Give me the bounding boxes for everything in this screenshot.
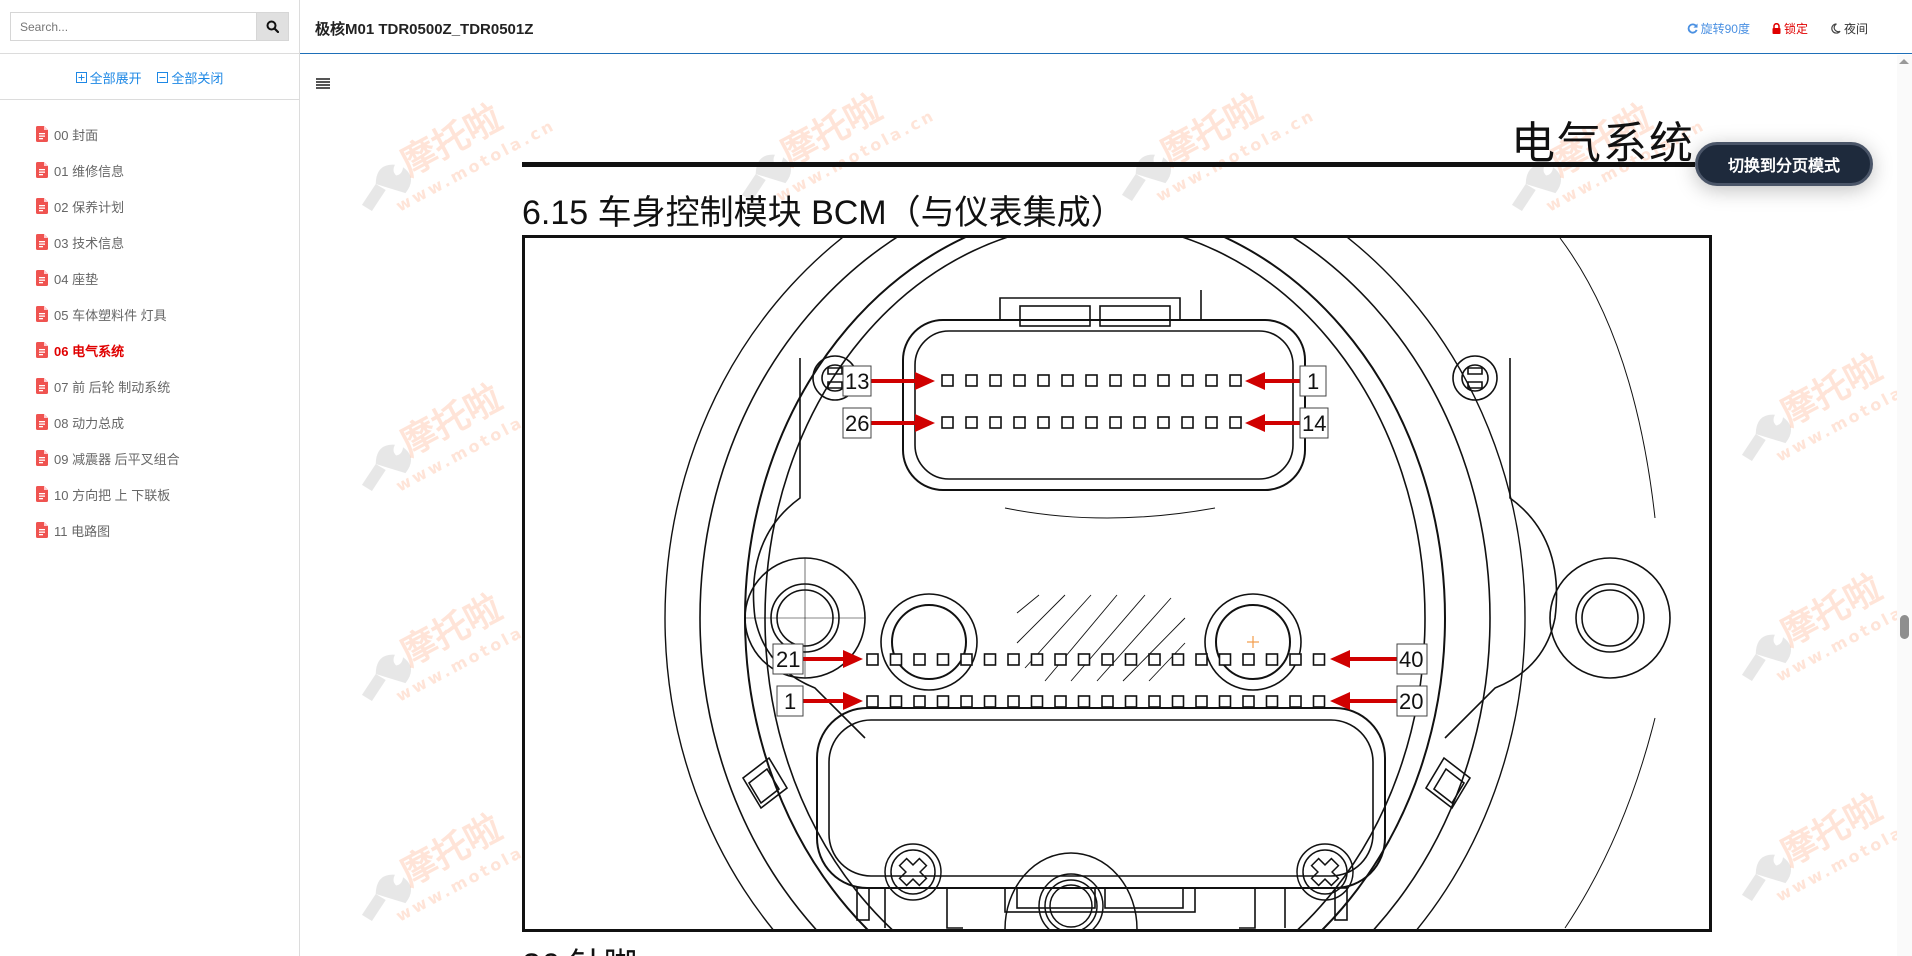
collapse-all-label: 全部关闭	[171, 71, 224, 86]
figure-heading: 6.15 车身控制模块 BCM（与仪表集成）	[522, 194, 1125, 232]
collapse-all-button[interactable]: 全部关闭	[157, 68, 223, 87]
pin-label-1-top: 1	[1307, 369, 1319, 394]
top-header: 极核M01 TDR0500Z_TDR0501Z 旋转90度 锁定 夜间	[300, 0, 1912, 54]
toc-item[interactable]: 09 减震器 后平叉组合	[36, 440, 180, 476]
scroll-up-arrow-icon[interactable]	[1899, 59, 1909, 64]
toc-toggle-button[interactable]	[316, 78, 330, 89]
toc-item[interactable]: 10 方向把 上 下联板	[36, 476, 180, 512]
document-page: 摩托啦 www.motola.cn 电气系统 6.15 车身控制模块 BCM（与…	[300, 55, 1897, 956]
pin-label-20: 20	[1399, 689, 1423, 714]
document-icon	[36, 306, 48, 322]
night-mode-button[interactable]: 夜间	[1830, 20, 1868, 37]
search-bar	[10, 12, 289, 41]
section-title: 电气系统	[1511, 118, 1695, 169]
toc-item[interactable]: 08 动力总成	[36, 404, 180, 440]
toc-item[interactable]: 01 维修信息	[36, 152, 180, 188]
pin-label-40: 40	[1399, 647, 1423, 672]
toc-item-label: 04 座垫	[54, 271, 99, 287]
pin-label-21: 21	[776, 647, 800, 672]
sidebar: 全部展开 全部关闭 00 封面 01 维修信息 02 保养计划 03 技术信息 …	[0, 0, 300, 956]
expand-all-label: 全部展开	[89, 71, 142, 86]
document-icon	[36, 270, 48, 286]
toc-item-label: 10 方向把 上 下联板	[54, 487, 171, 503]
toc-item-label: 00 封面	[54, 127, 99, 143]
toc-item[interactable]: 05 车体塑料件 灯具	[36, 296, 180, 332]
search-button[interactable]	[256, 12, 289, 41]
toc-item-label: 11 电路图	[54, 523, 111, 539]
toc-item[interactable]: 03 技术信息	[36, 224, 180, 260]
bcm-connector-diagram: 13 26 1 14 21 1 40 20	[522, 235, 1712, 932]
document-icon	[36, 522, 48, 538]
toc-item-label: 05 车体塑料件 灯具	[54, 307, 167, 323]
document-icon	[36, 378, 48, 394]
lock-label: 锁定	[1783, 22, 1808, 36]
lock-icon	[1772, 23, 1781, 34]
document-title: 极核M01 TDR0500Z_TDR0501Z	[315, 21, 534, 38]
connector-drawing: 13 26 1 14 21 1 40 20	[664, 238, 1671, 929]
toc-list: 00 封面 01 维修信息 02 保养计划 03 技术信息 04 座垫 05 车…	[36, 116, 180, 548]
rotate-label: 旋转90度	[1700, 22, 1750, 36]
pin-label-1-bottom: 1	[784, 689, 796, 714]
expand-collapse-row: 全部展开 全部关闭	[0, 68, 299, 87]
toc-item-label: 03 技术信息	[54, 235, 125, 251]
toc-item-label: 06 电气系统	[54, 343, 125, 359]
document-icon	[36, 162, 48, 178]
search-input[interactable]	[10, 12, 256, 41]
plus-square-icon	[75, 72, 87, 83]
figure-caption: 26 针脚	[522, 938, 637, 956]
pin-label-14: 14	[1302, 411, 1326, 436]
rotate-icon	[1687, 23, 1698, 34]
vertical-scrollbar[interactable]	[1897, 55, 1912, 956]
section-rule	[522, 162, 1695, 167]
toc-item[interactable]: 11 电路图	[36, 512, 180, 548]
document-icon	[36, 126, 48, 142]
toc-item-label: 02 保养计划	[54, 199, 125, 215]
document-icon	[36, 198, 48, 214]
pin-label-13: 13	[845, 369, 869, 394]
lock-button[interactable]: 锁定	[1772, 20, 1808, 37]
document-icon	[36, 342, 48, 358]
divider	[0, 53, 299, 54]
rotate-button[interactable]: 旋转90度	[1687, 20, 1750, 37]
toc-item-label: 01 维修信息	[54, 163, 125, 179]
pin-label-26: 26	[845, 411, 869, 436]
expand-all-button[interactable]: 全部展开	[75, 68, 142, 87]
document-icon	[36, 414, 48, 430]
document-viewer: 摩托啦 www.motola.cn 电气系统 6.15 车身控制模块 BCM（与…	[300, 55, 1897, 956]
header-actions: 旋转90度 锁定 夜间	[1687, 20, 1868, 37]
toc-item-active[interactable]: 06 电气系统	[36, 332, 180, 368]
toc-item-label: 09 减震器 后平叉组合	[54, 451, 180, 467]
toc-item[interactable]: 02 保养计划	[36, 188, 180, 224]
switch-to-paged-mode-button[interactable]: 切换到分页模式	[1695, 142, 1873, 186]
document-icon	[36, 234, 48, 250]
toc-item-label: 07 前 后轮 制动系统	[54, 379, 171, 395]
divider	[0, 99, 299, 100]
search-icon	[266, 20, 279, 33]
toc-item[interactable]: 07 前 后轮 制动系统	[36, 368, 180, 404]
toc-item-label: 08 动力总成	[54, 415, 125, 431]
document-icon	[36, 450, 48, 466]
document-icon	[36, 486, 48, 502]
moon-icon	[1831, 23, 1841, 34]
scroll-thumb[interactable]	[1900, 615, 1909, 639]
toc-item[interactable]: 00 封面	[36, 116, 180, 152]
toc-item[interactable]: 04 座垫	[36, 260, 180, 296]
minus-square-icon	[157, 72, 169, 83]
night-label: 夜间	[1843, 22, 1868, 36]
